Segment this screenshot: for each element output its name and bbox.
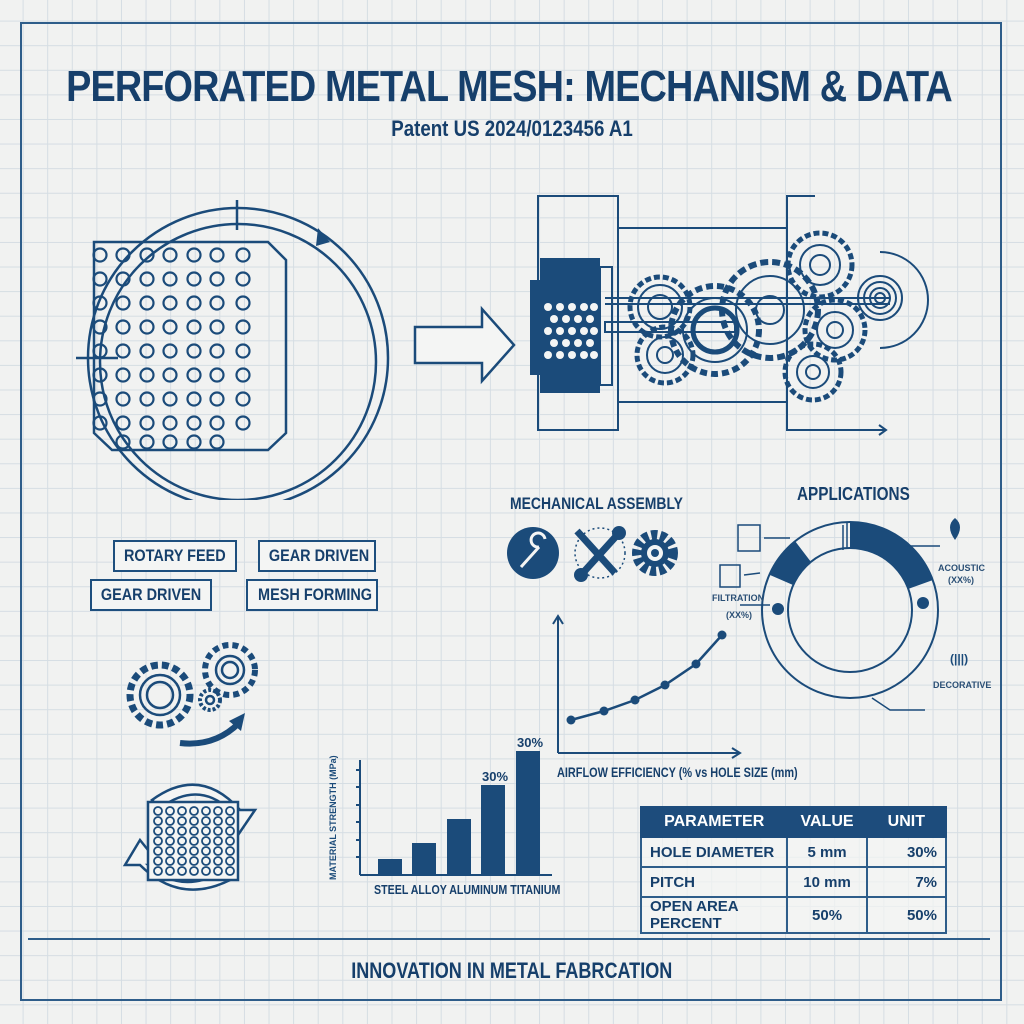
flame-icon [950, 518, 960, 540]
label-decorative: DECORATIVE [933, 680, 992, 690]
rotation-arrow-icon [316, 228, 330, 246]
label-acoustic: ACOUSTIC [938, 563, 985, 573]
cell-parameter: HOLE DIAMETER [639, 836, 789, 868]
line-chart-caption: AIRFLOW EFFICIENCY (% vs HOLE SIZE (mm) [557, 764, 798, 780]
filter-icon [737, 524, 761, 552]
filtration-icon [772, 603, 784, 615]
airflow-line-chart [552, 614, 742, 759]
tag-gear-driven-bottom: GEAR DRIVEN [90, 579, 212, 611]
gear-mechanism-diagram [530, 195, 929, 436]
cell-unit: 7% [865, 866, 948, 898]
cell-unit: 30% [865, 836, 948, 868]
tag-gear-driven-top: GEAR DRIVEN [258, 540, 376, 572]
footer-text: INNOVATION IN METAL FABRCATION [351, 958, 673, 983]
footer-tagline: INNOVATION IN METAL FABRCATION [0, 958, 1024, 984]
wrench-circle-icon [507, 527, 559, 579]
material-bar-chart [356, 751, 552, 876]
cell-value: 10 mm [786, 866, 868, 898]
gears-rotation-icon [126, 642, 258, 747]
label-filtration: FILTRATION [712, 593, 765, 603]
mesh-cycle-icon [122, 783, 258, 891]
cell-parameter: OPEN AREA PERCENT [639, 896, 789, 934]
cell-value: 50% [786, 896, 868, 934]
cell-parameter: PITCH [639, 866, 789, 898]
bar-chart-xticks: STEEL ALLOY ALUMINUM TITANIUM [374, 882, 561, 897]
filter-grid-icon [719, 564, 741, 588]
mechanical-assembly-title: MECHANICAL ASSEMBLY [510, 494, 683, 513]
bar-label-4: 30% [482, 769, 509, 784]
page-frame [20, 22, 1002, 1001]
table-row: HOLE DIAMETER 5 mm 30% [639, 836, 948, 868]
tag-rotary-feed: ROTARY FEED [113, 540, 237, 572]
segment-acoustic [850, 521, 933, 589]
rotary-mesh-plate-diagram [76, 200, 390, 500]
label-filtration-pct: (XX%) [726, 610, 753, 620]
parameters-table: PARAMETER VALUE UNIT HOLE DIAMETER 5 mm … [639, 806, 948, 934]
footer-divider [28, 938, 990, 940]
segment-filtration [770, 541, 811, 585]
cell-unit: 50% [865, 896, 948, 934]
page-title: PERFORATED METAL MESH: MECHANISM & DATA [66, 62, 953, 111]
tag-mesh-forming: MESH FORMING [246, 579, 378, 611]
decorative-icon: (|||) [950, 652, 968, 666]
header-value: VALUE [786, 806, 868, 838]
cell-value: 5 mm [786, 836, 868, 868]
bar-chart-ylabel: MATERIAL STRENGTH (MPa) [328, 755, 338, 880]
header-parameter: PARAMETER [639, 806, 788, 838]
gear-icon [632, 530, 678, 576]
applications-title: APPLICATIONS [797, 484, 910, 504]
patent-number: Patent US 2024/0123456 A1 [391, 116, 633, 141]
table-header-row: PARAMETER VALUE UNIT [639, 806, 948, 838]
bar-label-5: 30% [517, 735, 544, 750]
acoustic-icon [917, 597, 929, 609]
table-row: OPEN AREA PERCENT 50% 50% [639, 896, 948, 934]
wrench-screwdriver-icon [574, 526, 626, 582]
mechanical-assembly-icons [507, 526, 678, 582]
header-unit: UNIT [865, 806, 948, 838]
table-row: PITCH 10 mm 7% [639, 866, 948, 898]
applications-donut-chart: (|||) [719, 518, 968, 711]
process-arrow-icon [413, 305, 516, 385]
label-acoustic-pct: (XX%) [948, 575, 975, 585]
